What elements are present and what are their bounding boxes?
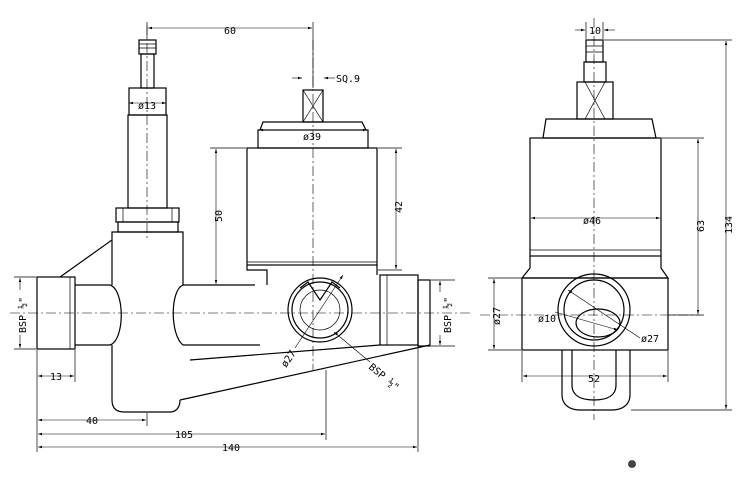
dim-50-label: 50 — [214, 210, 225, 222]
dim-63-label: 63 — [696, 220, 707, 232]
dim-40-label: 40 — [86, 416, 98, 427]
front-cap — [542, 118, 657, 139]
dim-bsp-left-label: BSP ½" — [17, 297, 29, 333]
outlet-circles — [287, 277, 353, 343]
front-stem — [576, 39, 614, 120]
dim-line-d27-right — [567, 289, 641, 339]
valve-body — [36, 231, 431, 413]
front-body — [520, 256, 670, 411]
dim-134-label: 134 — [724, 216, 735, 234]
dim-bsp-right-label: BSP ½" — [442, 297, 454, 333]
dim-42-label: 42 — [394, 201, 405, 213]
dim-52-label: 52 — [588, 374, 600, 385]
dim-d10-label: ø10 — [538, 314, 556, 325]
dim-13-label: 13 — [50, 372, 62, 383]
front-bonnet — [529, 137, 662, 257]
dim-d27-right-label: ø27 — [641, 334, 659, 345]
front-view: 10 ø46 63 134 ø27 ø10 ø27 52 — [480, 18, 735, 420]
front-circles — [557, 273, 631, 347]
dim-d46-label: ø46 — [583, 216, 601, 227]
right-port — [379, 274, 431, 347]
dim-d39-label: ø39 — [303, 132, 321, 143]
bonnet — [246, 89, 378, 285]
dim-d13-label: ø13 — [138, 101, 156, 112]
corner-mark — [628, 460, 636, 468]
dim-line-d10 — [554, 311, 619, 331]
dim-d27-left-label: ø27 — [492, 307, 503, 325]
dim-line-bsp-bottom — [333, 331, 371, 363]
dim-60-label: 60 — [224, 26, 236, 37]
dim-line-d27 — [294, 274, 344, 349]
dim-10-label: 10 — [589, 26, 601, 37]
dim-105-label: 105 — [175, 430, 193, 441]
dim-sq9-label: SQ.9 — [336, 74, 360, 85]
dim-140-label: 140 — [222, 443, 240, 454]
dim-bsp-bottom-label: BSP ½" — [366, 361, 401, 393]
spindle — [115, 39, 180, 233]
side-view: 60 SQ.9 ø13 ø39 50 42 BSP ½" BSP ½" — [10, 22, 470, 454]
